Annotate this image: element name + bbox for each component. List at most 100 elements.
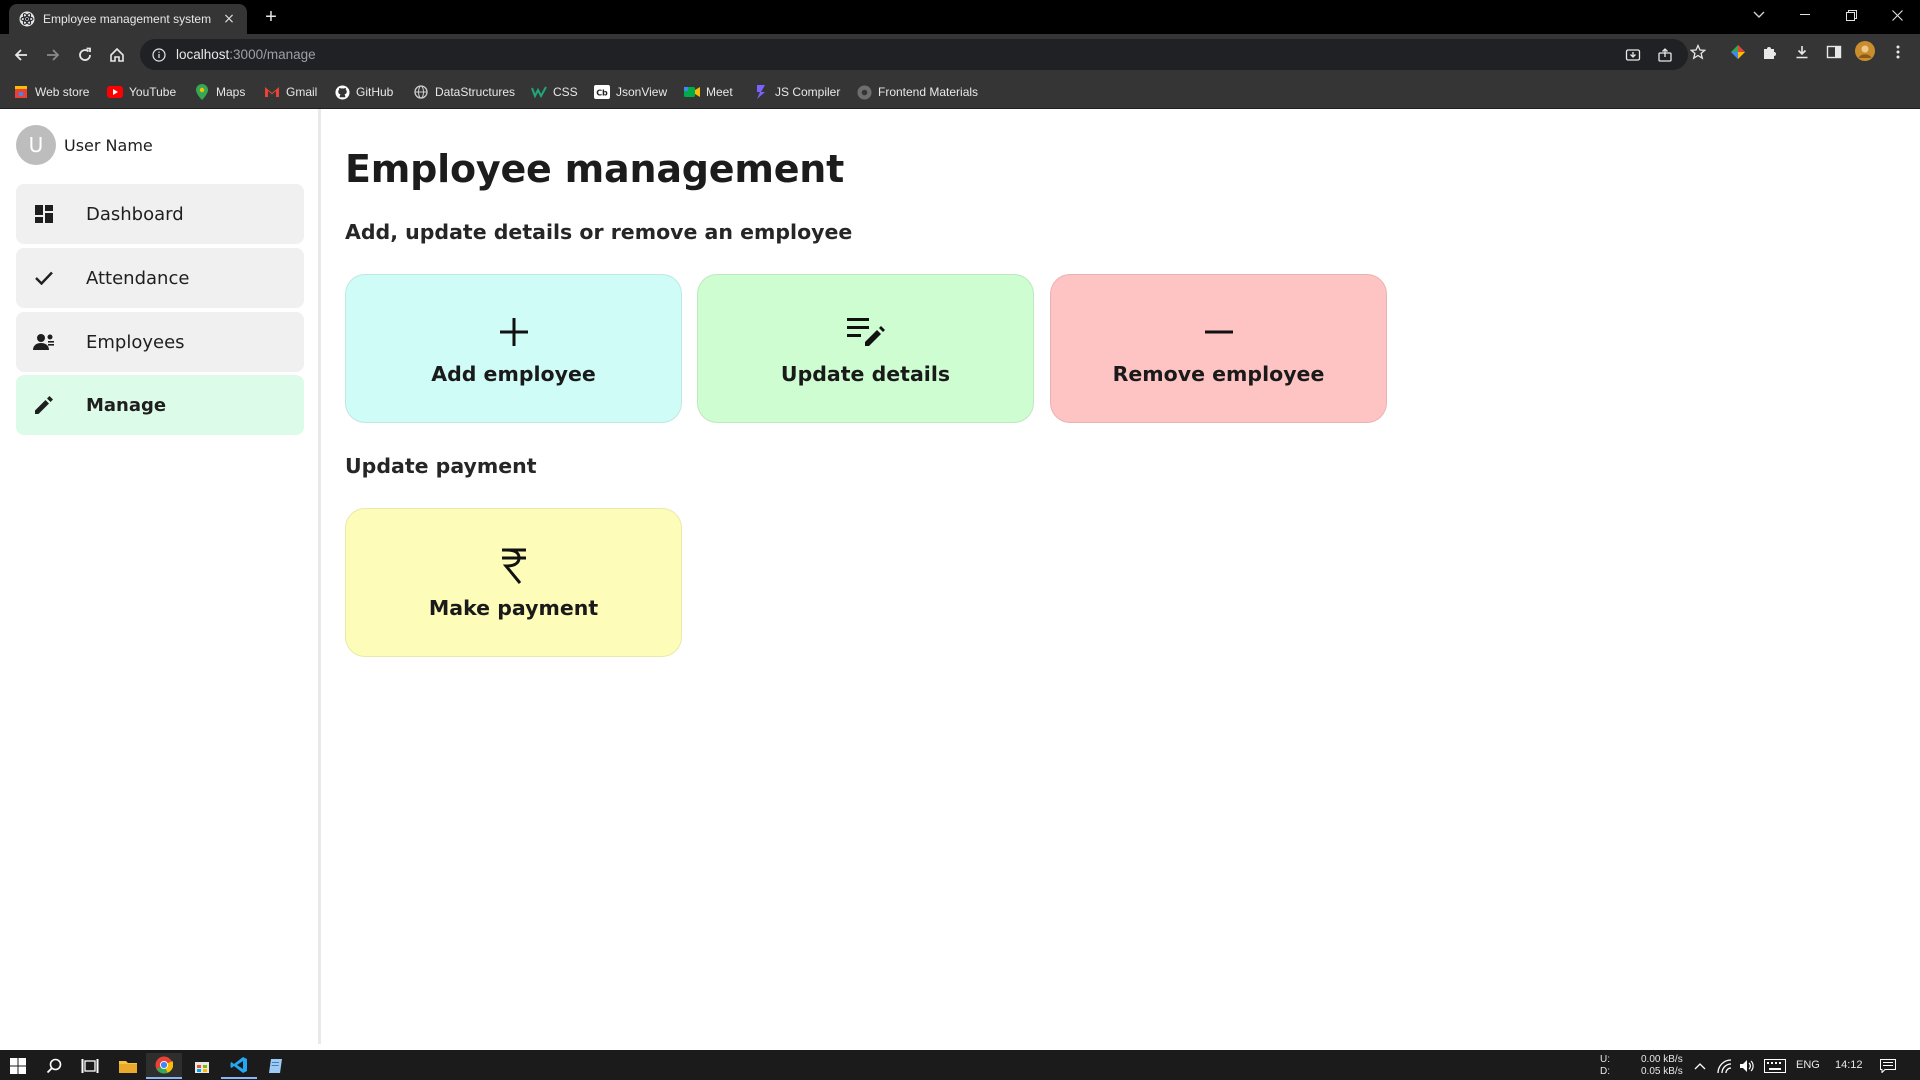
wifi-icon[interactable] [1712,1053,1738,1079]
keyboard-icon[interactable] [1760,1053,1790,1079]
restore-icon[interactable] [1828,0,1874,30]
people-icon [32,330,56,354]
close-window-icon[interactable] [1874,0,1920,30]
clock[interactable]: 14:12 [1835,1059,1863,1071]
update-details-button[interactable]: Update details [697,274,1034,423]
youtube-icon [107,84,123,100]
tab-title: Employee management system [43,12,212,26]
bookmark-gmail[interactable]: Gmail [264,82,317,102]
jsonview-icon: Cb [594,84,610,100]
sidebar-item-label: Dashboard [86,203,184,225]
browser-tab[interactable]: Employee management system × [9,4,247,34]
web-store-icon [13,84,29,100]
remove-employee-button[interactable]: Remove employee [1050,274,1387,423]
install-app-icon[interactable] [1624,46,1642,64]
bookmark-js-compiler[interactable]: JS Compiler [753,82,840,102]
notepad-icon[interactable] [258,1053,294,1079]
react-favicon-icon [19,11,35,27]
gmail-icon [264,84,280,100]
minimize-icon[interactable] [1782,0,1828,30]
bookmark-meet[interactable]: Meet [684,82,733,102]
task-view-icon[interactable] [72,1053,108,1079]
minus-icon [1199,312,1239,352]
sidebar-item-manage[interactable]: Manage [16,375,304,435]
page-title: Employee management [345,147,845,191]
app-root: U User Name Dashboard Attendance Employe… [0,109,1920,1050]
dashboard-icon [32,202,56,226]
color-extension-icon[interactable] [1728,42,1748,62]
reload-icon[interactable] [72,42,98,68]
pencil-icon [32,393,56,417]
windows-taskbar: U: D: 0.00 kB/s 0.05 kB/s ENG 14:12 [0,1050,1920,1080]
language-indicator[interactable]: ENG [1796,1059,1820,1071]
browser-tab-strip: Employee management system × + [0,0,1920,34]
bookmark-youtube[interactable]: YouTube [107,82,176,102]
bookmark-datastructures[interactable]: DataStructures [413,82,515,102]
bookmark-web-store[interactable]: Web store [13,82,89,102]
url-path: :3000/manage [229,47,316,62]
forward-icon[interactable] [40,42,66,68]
card-label: Make payment [428,595,599,620]
section-heading-payment: Update payment [345,454,537,478]
main-content: Employee management Add, update details … [345,109,1845,1044]
search-icon[interactable] [36,1053,72,1079]
back-icon[interactable] [8,42,34,68]
github-icon [856,84,872,100]
chevron-up-icon[interactable] [1683,1053,1717,1079]
vscode-icon[interactable] [221,1053,257,1079]
chrome-taskbar-icon[interactable] [146,1053,182,1079]
windows-start-icon[interactable] [0,1053,36,1079]
plus-icon [494,312,534,352]
share-icon[interactable] [1656,46,1674,64]
user-profile[interactable]: U User Name [16,125,153,165]
net-up-speed: 0.00 kB/s [1641,1054,1683,1065]
profile-avatar-icon[interactable] [1855,41,1875,61]
github-icon [334,84,350,100]
net-down-label: D: [1600,1066,1610,1077]
sidebar-item-employees[interactable]: Employees [16,312,304,372]
home-icon[interactable] [104,42,130,68]
meet-icon [684,84,700,100]
chrome-menu-icon[interactable] [1888,42,1908,62]
rupee-icon [494,546,534,586]
notification-icon[interactable] [1868,1053,1908,1079]
address-bar[interactable]: localhost:3000/manage [140,39,1688,70]
volume-icon[interactable] [1734,1053,1760,1079]
url-host: localhost [176,47,230,62]
bookmark-star-icon[interactable] [1688,42,1708,62]
tab-close-icon[interactable]: × [223,11,235,27]
maps-icon [194,84,210,100]
sidebar-item-dashboard[interactable]: Dashboard [16,184,304,244]
bookmark-jsonview[interactable]: Cb JsonView [594,82,667,102]
css-icon [531,84,547,100]
card-label: Add employee [431,361,596,386]
check-icon [32,266,56,290]
sidebar-item-label: Employees [86,331,185,353]
sidebar: U User Name Dashboard Attendance Employe… [0,109,321,1044]
bookmark-css[interactable]: CSS [531,82,578,102]
globe-icon [413,84,429,100]
tab-search-icon[interactable] [1736,0,1782,30]
bookmark-github[interactable]: GitHub [334,82,393,102]
card-label: Remove employee [1112,361,1325,386]
bookmark-maps[interactable]: Maps [194,82,245,102]
bookmark-frontend-materials[interactable]: Frontend Materials [856,82,978,102]
site-info-icon[interactable] [152,47,166,62]
sidebar-item-label: Manage [86,394,167,416]
make-payment-button[interactable]: Make payment [345,508,682,657]
avatar: U [16,125,56,165]
add-employee-button[interactable]: Add employee [345,274,682,423]
sidebar-item-attendance[interactable]: Attendance [16,248,304,308]
side-panel-icon[interactable] [1824,42,1844,62]
downloads-icon[interactable] [1792,42,1812,62]
sidebar-item-label: Attendance [86,267,190,289]
js-compiler-icon [753,84,769,100]
store-icon[interactable] [184,1053,220,1079]
new-tab-button[interactable]: + [265,6,277,28]
browser-toolbar: localhost:3000/manage [0,34,1920,75]
file-explorer-icon[interactable] [110,1053,146,1079]
svg-text:Cb: Cb [596,89,608,98]
card-label: Update details [780,361,951,386]
net-up-label: U: [1600,1054,1610,1065]
extensions-puzzle-icon[interactable] [1760,42,1780,62]
